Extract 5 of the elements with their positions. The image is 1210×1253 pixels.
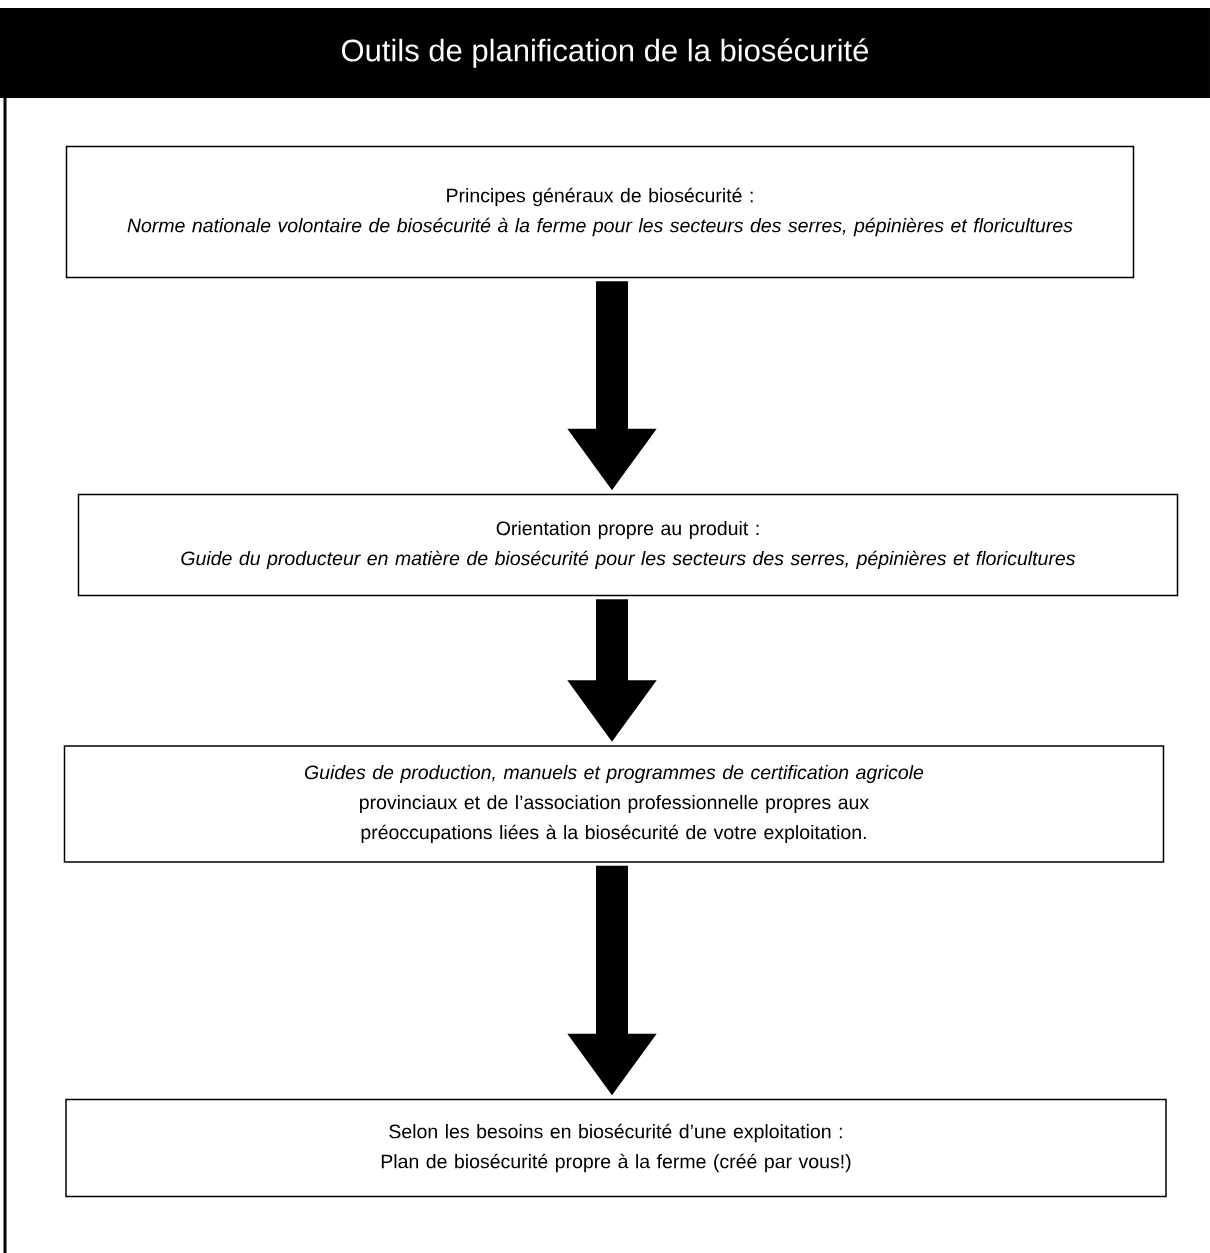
process-box: Principes généraux de biosécurité : Norme nationale volontaire de biosécurité à la ferme pour les secteurs des serres, pépinières et floricultures [65,145,1135,279]
process-box: Guides de production, manuels et programmes de certification agricole provinciaux et de l’association professionnelle propres aux préoccupations liées à la biosécurité de votre exploitation. [63,745,1165,863]
process-box: Orientation propre au produit : Guide du producteur en matière de biosécurité pour les secteurs des serres, pépinières et floricultures [77,493,1179,597]
title-band: Outils de planification de la biosécurité [0,8,1210,98]
process-box: Selon les besoins en biosécurité d’une exploitation : Plan de biosécurité propre à la ferme (créé par vous!) [65,1098,1167,1198]
